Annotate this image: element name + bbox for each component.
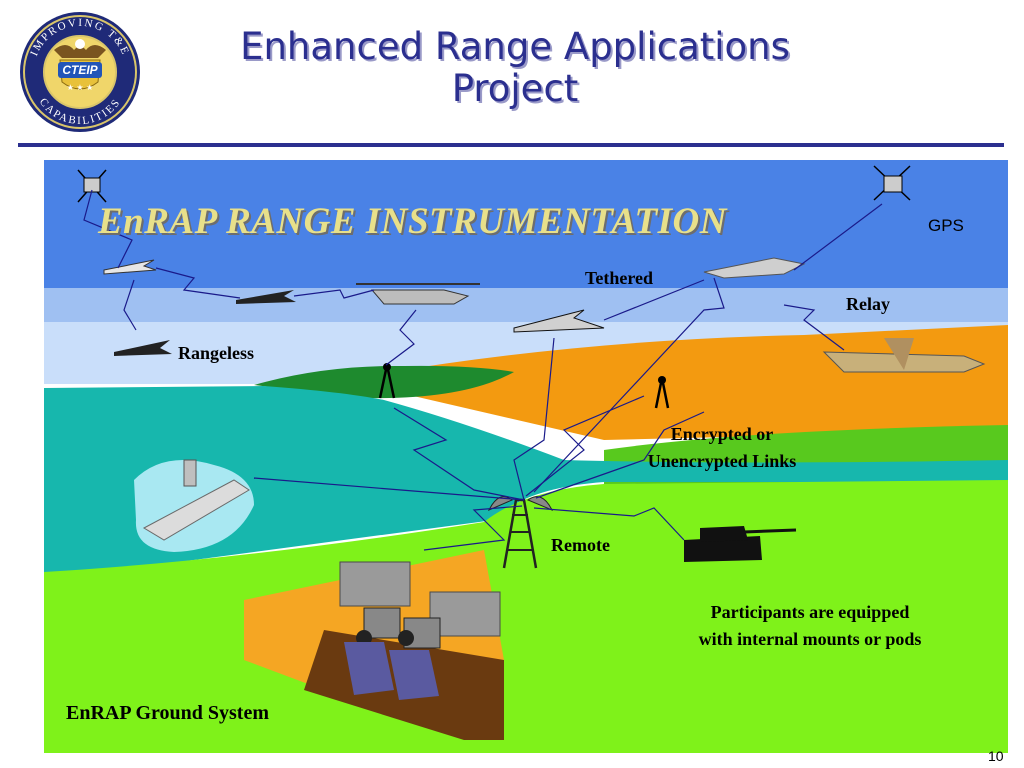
tethered-label: Tethered xyxy=(585,268,654,288)
ground-station-icon xyxy=(244,550,504,740)
jet-formation-icon xyxy=(236,290,296,304)
gps-satellite-left-icon xyxy=(77,169,107,203)
participants-label: Participants are equipped with internal … xyxy=(660,599,960,653)
ground-system-label: EnRAP Ground System xyxy=(66,702,270,724)
tank-icon xyxy=(684,526,797,562)
sea xyxy=(44,386,1008,580)
jet-center-icon xyxy=(513,309,605,333)
links-label: Encrypted or Unencrypted Links xyxy=(612,421,832,475)
title-divider xyxy=(18,143,1004,147)
jet-top-left-icon xyxy=(103,259,157,275)
diagram-heading: EnRAP RANGE INSTRUMENTATION xyxy=(98,201,727,242)
sky-band xyxy=(44,288,1008,324)
range-diagram xyxy=(44,160,1008,753)
participants-label-line-2: with internal mounts or pods xyxy=(698,629,922,649)
relay-label: Relay xyxy=(846,294,890,314)
cargo-plane-icon xyxy=(822,338,986,373)
data-links xyxy=(83,189,883,551)
logo-badge-text: CTEIP xyxy=(62,63,98,77)
svg-text:★ ★ ★: ★ ★ ★ xyxy=(67,83,94,92)
cteip-logo: IMPROVING T&E CAPABILITIES CTEIP ★ ★ ★ xyxy=(20,12,140,132)
page-number: 10 xyxy=(988,748,1004,764)
sky xyxy=(44,160,1008,290)
title-line-1: Enhanced Range Applications xyxy=(240,25,790,68)
participants-label-line-1: Participants are equipped xyxy=(710,602,910,622)
eagle-icon xyxy=(54,39,106,58)
jet-rangeless-icon xyxy=(114,340,172,356)
rangeless-label: Rangeless xyxy=(178,343,254,363)
jet-tethered-icon xyxy=(703,257,806,279)
relay-tower-left-icon xyxy=(378,363,396,399)
remote-label: Remote xyxy=(551,535,610,555)
relay-tower-right-icon xyxy=(654,376,670,409)
ground xyxy=(44,480,1008,753)
aircraft-carrier-icon xyxy=(142,459,250,541)
gps-satellite-right-icon xyxy=(873,165,911,201)
gps-label: GPS xyxy=(928,216,964,235)
helicopter-icon xyxy=(356,283,480,305)
links-label-line-1: Encrypted or xyxy=(670,424,774,444)
slide-title: Enhanced Range Applications Project xyxy=(150,26,880,110)
title-line-2: Project xyxy=(451,67,579,110)
links-label-line-2: Unencrypted Links xyxy=(647,451,797,471)
